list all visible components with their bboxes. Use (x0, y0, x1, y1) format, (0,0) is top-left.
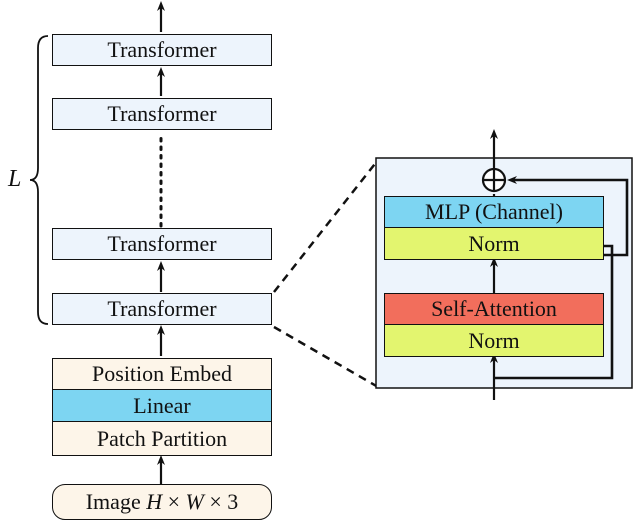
depth-label: L (8, 166, 22, 192)
mlp-channel-block: MLP (Channel) (384, 196, 604, 228)
patch-partition-block: Patch Partition (52, 422, 272, 456)
height-symbol: H (146, 489, 163, 514)
transformer-block-1: Transformer (52, 34, 272, 66)
zoom-line-bottom (273, 325, 379, 389)
times-symbol-2: × (209, 489, 222, 514)
transformer-block-4: Transformer (52, 293, 272, 325)
depth-brace (29, 35, 49, 325)
times-symbol-1: × (167, 489, 181, 514)
channel-count: 3 (227, 489, 239, 514)
image-word: Image (85, 489, 141, 514)
transformer-block-2: Transformer (52, 98, 272, 130)
linear-block: Linear (52, 390, 272, 422)
position-embed-block: Position Embed (52, 358, 272, 390)
zoom-line-top (273, 159, 379, 293)
norm-block-upper: Norm (384, 228, 604, 260)
norm-block-lower: Norm (384, 325, 604, 357)
width-symbol: W (185, 489, 204, 514)
image-input-block: Image H × W × 3 (52, 484, 272, 520)
transformer-block-3: Transformer (52, 228, 272, 260)
self-attention-block: Self-Attention (384, 293, 604, 325)
